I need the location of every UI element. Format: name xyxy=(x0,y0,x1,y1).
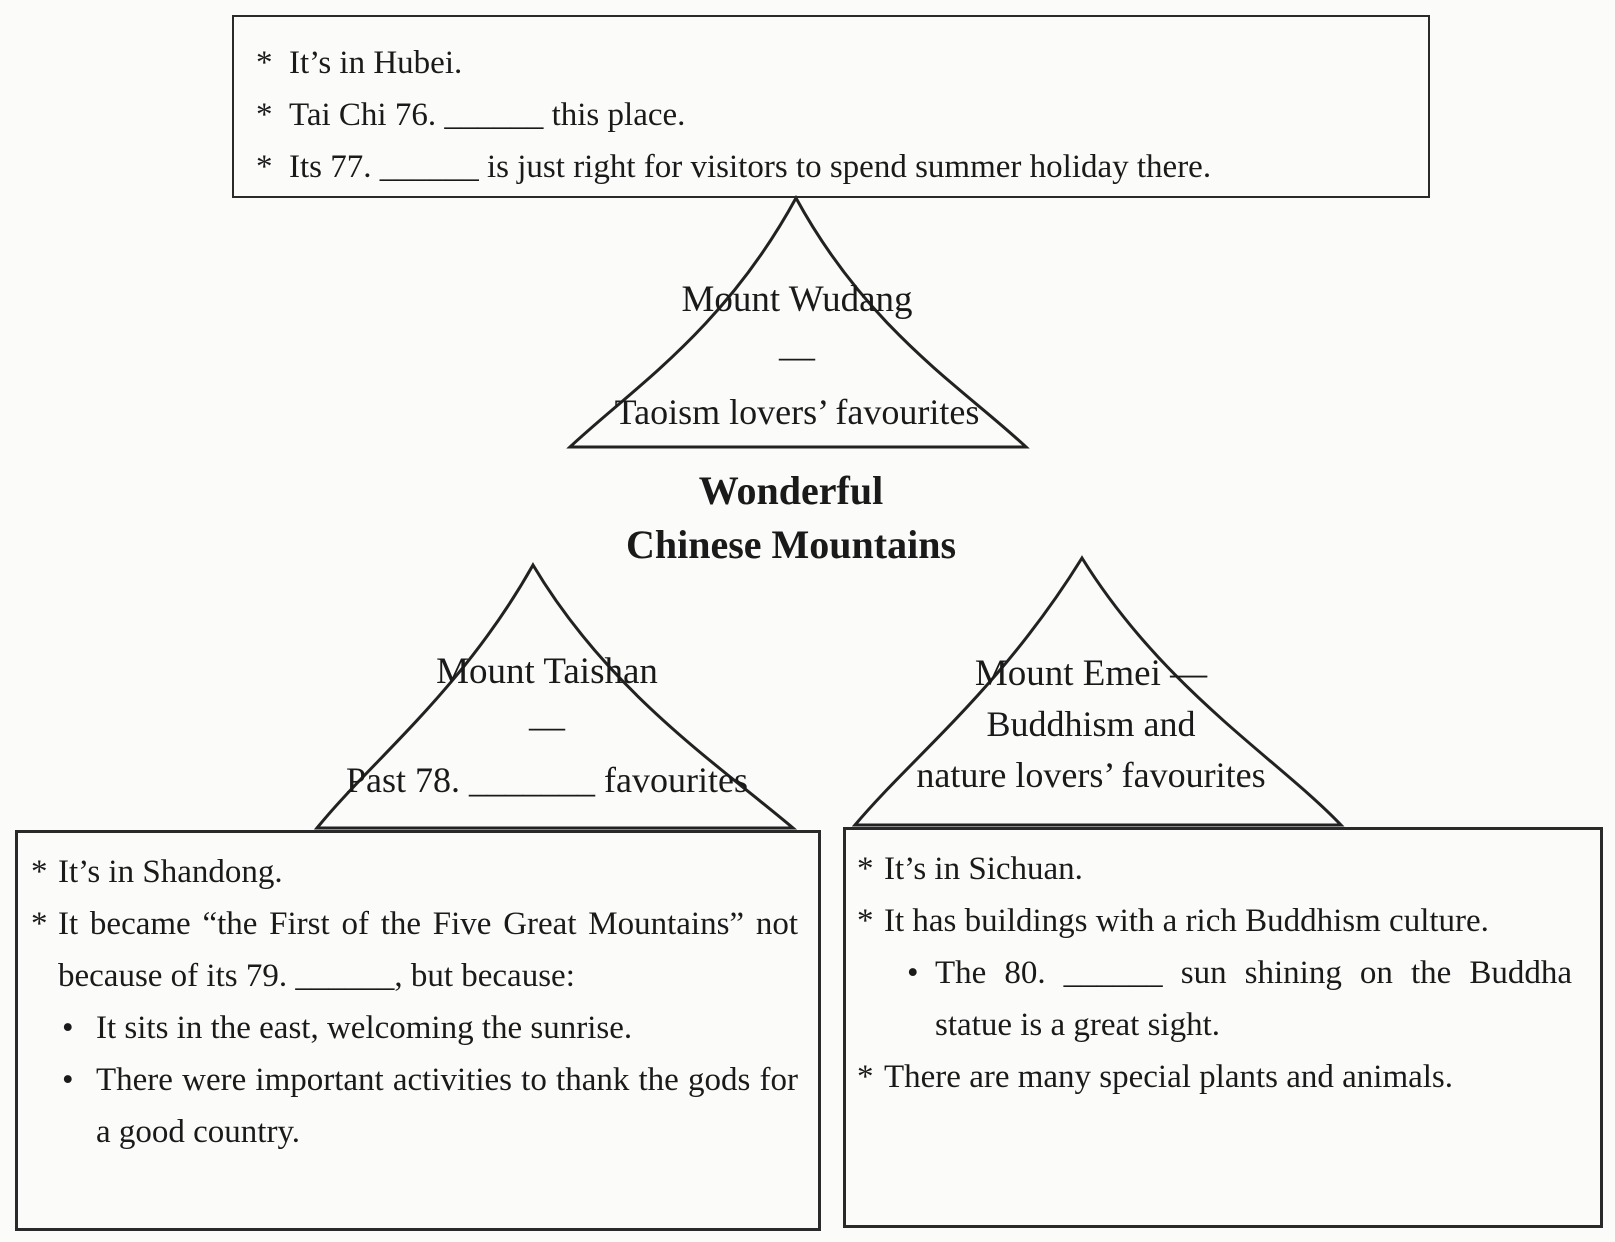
dot-bullet-marker: • xyxy=(62,1062,74,1098)
info-item: * It’s in Sichuan. xyxy=(857,843,1572,895)
wudang-info-box: * It’s in Hubei. * Tai Chi 76. ______ th… xyxy=(232,15,1430,198)
info-item: * Tai Chi 76. ______ this place. xyxy=(256,89,1408,141)
emei-mountain-shape xyxy=(851,555,1345,827)
info-item-text: There were important activities to thank… xyxy=(96,1062,798,1150)
asterisk-marker: * xyxy=(857,903,874,939)
info-item-text: Its 77. ______ is just right for visitor… xyxy=(289,149,1212,185)
title-line: Chinese Mountains xyxy=(625,522,957,567)
info-item-text: It sits in the east, welcoming the sunri… xyxy=(96,1010,633,1046)
info-subitem: • There were important activities to tha… xyxy=(62,1054,798,1158)
asterisk-marker: * xyxy=(31,906,48,942)
asterisk-marker: * xyxy=(256,97,273,133)
dash-separator: — xyxy=(529,706,565,746)
info-item-text: It’s in Hubei. xyxy=(289,45,463,81)
info-item: * Its 77. ______ is just right for visit… xyxy=(256,141,1408,193)
info-item-text: Tai Chi 76. ______ this place. xyxy=(289,97,686,133)
info-item-text: There are many special plants and animal… xyxy=(884,1059,1454,1095)
mountain-subtitle: Taoism lovers’ favourites xyxy=(614,392,980,432)
asterisk-marker: * xyxy=(256,149,273,185)
dot-bullet-marker: • xyxy=(62,1010,74,1046)
mountain-name: Mount Wudang xyxy=(681,279,913,320)
emei-info-box: * It’s in Sichuan. * It has buildings wi… xyxy=(843,827,1603,1228)
taishan-label: Mount Taishan — Past 78. _______ favouri… xyxy=(346,645,748,807)
emei-label: Mount Emei — Buddhism and nature lovers’… xyxy=(916,648,1265,801)
mountain-subtitle: Buddhism and xyxy=(986,704,1196,744)
info-item: * It’s in Hubei. xyxy=(256,37,1408,89)
info-item-text: The 80. ______ sun shining on the Buddha… xyxy=(935,955,1572,1043)
mountain-name: Mount Emei — xyxy=(974,653,1208,694)
asterisk-marker: * xyxy=(31,854,48,890)
info-item: * There are many special plants and anim… xyxy=(857,1051,1572,1103)
asterisk-marker: * xyxy=(256,45,273,81)
info-item-text: It’s in Shandong. xyxy=(58,854,283,890)
info-item: * It became “the First of the Five Great… xyxy=(31,898,798,1002)
dash-separator: — xyxy=(779,336,815,376)
info-item: * It’s in Shandong. xyxy=(31,846,798,898)
asterisk-marker: * xyxy=(857,1059,874,1095)
mountain-subtitle: nature lovers’ favourites xyxy=(916,755,1266,795)
wudang-label: Mount Wudang — Taoism lovers’ favourites xyxy=(615,272,980,440)
mountain-subtitle: Past 78. _______ favourites xyxy=(346,760,748,800)
taishan-mountain-shape xyxy=(313,562,798,830)
dot-bullet-marker: • xyxy=(907,955,919,991)
info-item-text: It’s in Sichuan. xyxy=(884,851,1083,887)
info-subitem: • The 80. ______ sun shining on the Budd… xyxy=(907,947,1572,1051)
info-subitem: • It sits in the east, welcoming the sun… xyxy=(62,1002,798,1054)
info-item-text: It became “the First of the Five Great M… xyxy=(58,906,798,994)
wudang-mountain-shape xyxy=(566,194,1030,449)
info-item: * It has buildings with a rich Buddhism … xyxy=(857,895,1572,947)
title-line: Wonderful xyxy=(698,468,884,513)
info-item-text: It has buildings with a rich Buddhism cu… xyxy=(884,903,1489,939)
asterisk-marker: * xyxy=(857,851,874,887)
taishan-info-box: * It’s in Shandong. * It became “the Fir… xyxy=(15,830,821,1231)
mountain-name: Mount Taishan xyxy=(436,651,658,692)
diagram-title: Wonderful Chinese Mountains xyxy=(626,464,956,572)
